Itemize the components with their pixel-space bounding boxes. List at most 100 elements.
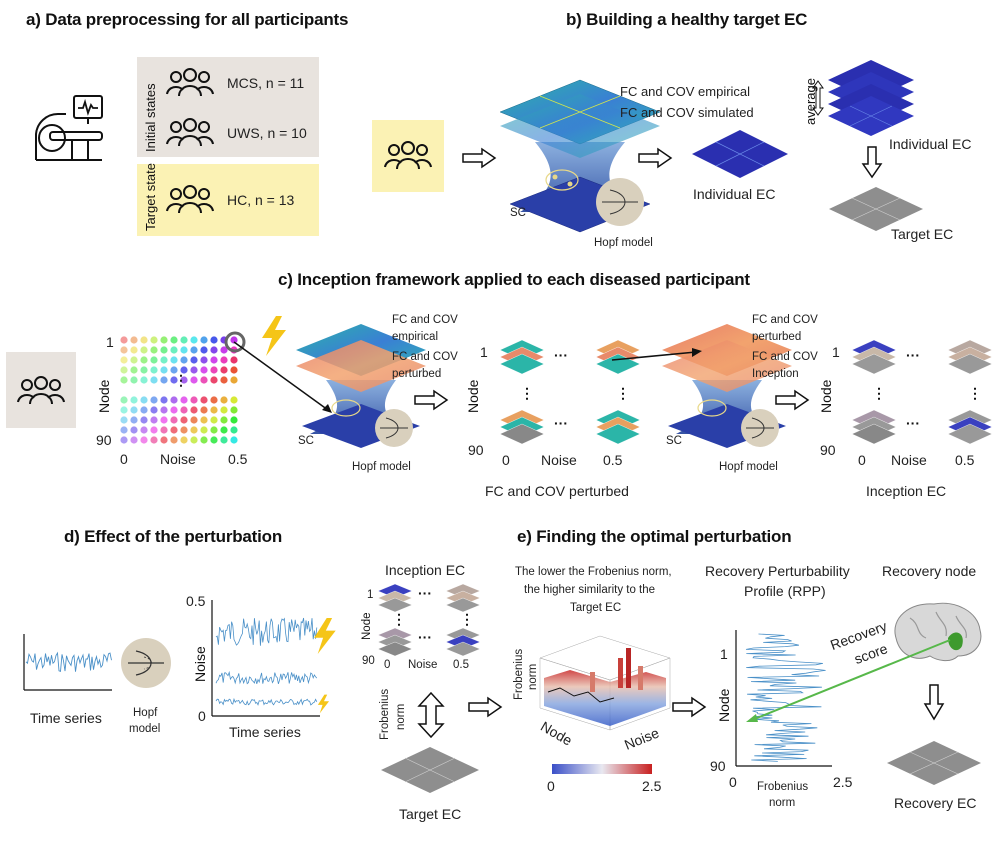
node-noise-dot [120,366,128,374]
node-noise-dot [190,366,198,374]
inception-ec-label-e: Inception EC [385,562,466,578]
people-icon-b [384,141,432,170]
node-noise-dot [220,346,228,354]
fc-cov-perturbed-c-line1: FC and COV [392,351,458,363]
node-noise-dot [230,396,238,404]
matrix-layer [377,641,413,657]
matrix-layer [445,597,481,613]
target-ec-matrix-e [381,747,479,793]
node-noise-dot [190,436,198,444]
node-noise-dot [130,426,138,434]
panel-c-title: c) Inception framework applied to each d… [278,270,750,289]
node-noise-dot [140,346,148,354]
noise-axis-label-c2: Noise [541,452,577,468]
node-noise-dot [220,416,228,424]
matrix-layer [851,423,897,445]
node-noise-dot [180,396,188,404]
rpp-plot [735,630,832,767]
node-first-label-e: 1 [367,589,374,601]
node-noise-dot [180,426,188,434]
node-noise-dot [210,396,218,404]
node-noise-dot [140,426,148,434]
node-noise-dot [150,346,158,354]
node-noise-dot [230,356,238,364]
fc-cov-empirical-label-b: FC and COV empirical [620,84,751,99]
node-noise-dot [210,436,218,444]
node-noise-dot [190,346,198,354]
hopf-label-b: Hopf model [594,237,653,249]
node-noise-dot [170,376,178,384]
target-state-box [137,164,319,236]
matrix-layer [947,423,993,445]
people-icon-uws [166,118,214,147]
node-first-label-c2: 1 [480,344,488,360]
node-noise-dot [150,366,158,374]
node-noise-dot [180,336,188,344]
arrow-down-icon [861,146,883,179]
node-noise-dot [130,366,138,374]
matrix-layer [377,597,413,613]
node-noise-dot [210,356,218,364]
average-ec-stack [828,60,914,136]
node-noise-dot [220,376,228,384]
sc-label-c1: SC [298,435,314,447]
node-noise-dot [140,416,148,424]
node-noise-dot [130,356,138,364]
fc-cov-empirical-c-line2: empirical [392,331,439,343]
hopf-label-c2: Hopf model [719,461,778,473]
hopf-label-c1: Hopf model [352,461,411,473]
node-noise-dot [200,396,208,404]
sc-label-c2: SC [666,435,682,447]
node-noise-dot [150,336,158,344]
arrow-right-icon [638,147,673,169]
fc-cov-inception-right-line1: FC and COV [752,351,818,363]
node-noise-dot [120,406,128,414]
node-noise-dot [190,396,198,404]
node-axis-label-c3: Node [818,379,834,413]
node-noise-dot [170,346,178,354]
hopf-circle-icon [121,638,171,688]
hopf-line1-d: Hopf [133,707,158,719]
node-noise-dot [160,346,168,354]
ellipsis-dots: ··· [906,347,920,363]
vertical-ellipsis: ⋮ [968,385,982,401]
note-line3: Target EC [570,602,622,614]
node-noise-dot [190,336,198,344]
node-noise-dot [220,356,228,364]
fc-cov-perturbed-grid: ······⋮⋮ [499,339,641,445]
mri-scanner-icon [35,95,103,161]
node-noise-dot [150,416,158,424]
node-noise-dot [160,356,168,364]
node-noise-dot [120,346,128,354]
fc-cov-perturbed-right-line2: perturbed [752,331,802,343]
node-first-label-c: 1 [106,334,114,350]
node-noise-dot [130,346,138,354]
node-noise-dot [160,436,168,444]
noise-max-label-c3: 0.5 [955,452,975,468]
node-noise-dot [130,376,138,384]
perturbation-line [233,341,332,413]
node-noise-dot [150,436,158,444]
node-noise-dot [200,356,208,364]
double-arrow-vertical-icon [812,80,824,116]
rpp-title-line1: Recovery Perturbability [705,563,850,579]
node-noise-dot [210,336,218,344]
node-noise-dot [120,376,128,384]
node-noise-dot [160,416,168,424]
rpp-x-line1: Frobenius [757,781,809,793]
individual-ec-label: Individual EC [693,186,776,202]
node-noise-dot-grid [120,336,238,444]
node-noise-dot [140,396,148,404]
node-noise-dot [190,406,198,414]
hc-people-box [372,120,444,192]
node-noise-dot [230,426,238,434]
node-noise-dot [140,406,148,414]
node-noise-dot [220,406,228,414]
recovery-node-label: Recovery node [882,563,977,579]
node-noise-dot [160,336,168,344]
fc-cov-empirical-c-line1: FC and COV [392,314,458,326]
ellipsis-dots: ··· [418,629,432,645]
node-noise-dot [170,406,178,414]
node-noise-dot [200,346,208,354]
node-noise-dot [120,436,128,444]
